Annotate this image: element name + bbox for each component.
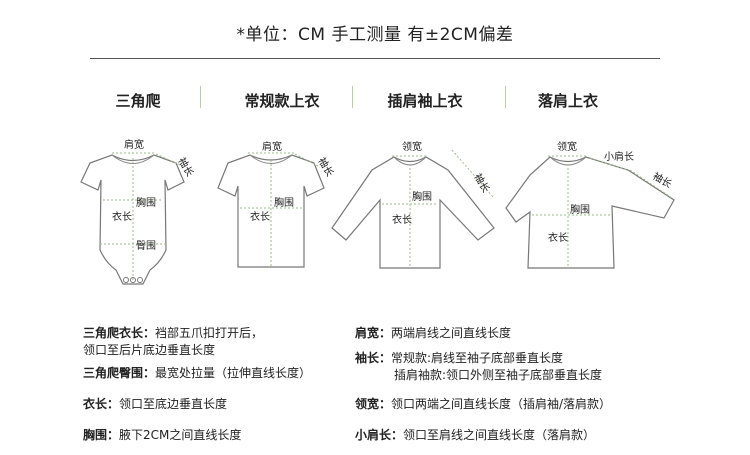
note-key: 三角爬衣长： xyxy=(83,326,156,340)
measure-line xyxy=(451,149,495,199)
regular-top-collar xyxy=(249,154,293,164)
note-text: 两端肩线之间直线长度 xyxy=(391,326,512,340)
small-shoulder-label: 小肩长 xyxy=(604,150,634,163)
length-label: 衣长 xyxy=(250,210,270,223)
note-text: 常规款:肩线至袖子底部垂直长度 xyxy=(391,351,564,365)
note-key: 小肩长： xyxy=(355,428,404,442)
note-text: 领口至底边垂直长度 xyxy=(119,397,228,411)
shoulder-label: 肩宽 xyxy=(262,140,282,153)
category-raglan-top: 插肩袖上衣 xyxy=(387,92,463,110)
garment-diagrams: 肩宽 袖长 胸围 衣长 臀围 肩宽 袖长 胸围 衣长 领宽 袖长 胸围 衣长 xyxy=(80,138,675,285)
note-text-2: 领口至后片底边垂直长度 xyxy=(83,343,216,357)
note-romper-length: 三角爬衣长：裆部五爪扣打开后， 领口至后片底边垂直长度 xyxy=(83,325,263,359)
romper-outline xyxy=(80,154,185,285)
regular-top-diagram: 肩宽 袖长 胸围 衣长 xyxy=(217,140,337,268)
length-label: 衣长 xyxy=(548,231,568,244)
shoulder-label: 肩宽 xyxy=(124,138,144,151)
chest-label: 胸围 xyxy=(136,196,156,209)
note-romper-hip: 三角爬臀围：最宽处拉量（拉伸直线长度） xyxy=(83,365,311,382)
romper-diagram: 肩宽 袖长 胸围 衣长 臀围 xyxy=(80,138,197,285)
regular-top-outline xyxy=(217,154,325,268)
measure-line xyxy=(155,153,181,166)
length-label: 衣长 xyxy=(392,213,412,226)
note-shoulder: 肩宽：两端肩线之间直线长度 xyxy=(355,325,511,342)
note-key: 衣长： xyxy=(83,397,120,411)
chest-label: 胸围 xyxy=(412,190,432,203)
category-divider xyxy=(200,86,201,108)
hip-label: 臀围 xyxy=(136,240,156,252)
snap-button xyxy=(123,277,129,283)
category-dropped-shoulder-top: 落肩上衣 xyxy=(537,92,598,110)
category-divider xyxy=(505,86,506,108)
note-sleeve: 袖长：常规款:肩线至袖子底部垂直长度 插肩袖款:领口外侧至袖子底部垂直长度 xyxy=(355,350,602,384)
length-label: 衣长 xyxy=(112,210,132,223)
snap-button xyxy=(137,277,143,283)
raglan-top-diagram: 领宽 袖长 胸围 衣长 xyxy=(331,140,495,269)
chest-label: 胸围 xyxy=(274,196,294,209)
raglan-top-outline xyxy=(331,156,495,269)
note-text: 领口至肩线之间直线长度（落肩款） xyxy=(403,428,596,442)
measure-line xyxy=(589,157,629,171)
measure-line xyxy=(629,169,673,199)
category-regular-top: 常规款上衣 xyxy=(244,92,320,110)
note-text: 裆部五爪扣打开后， xyxy=(155,326,264,340)
note-key: 胸围： xyxy=(83,428,120,442)
category-divider xyxy=(352,86,353,108)
title-divider xyxy=(90,58,660,59)
note-text: 领口两端之间直线长度（插肩袖/落肩款） xyxy=(391,397,612,411)
note-key: 袖长： xyxy=(355,351,392,365)
page-title: *单位：CM 手工测量 有±2CM偏差 xyxy=(236,25,514,45)
collar-label: 领宽 xyxy=(402,140,422,153)
collar-label: 领宽 xyxy=(557,140,577,153)
chest-label: 胸围 xyxy=(570,203,590,216)
note-text: 腋下2CM之间直线长度 xyxy=(119,428,242,442)
note-key: 领宽： xyxy=(355,397,392,411)
category-romper: 三角爬 xyxy=(115,92,161,110)
note-chest: 胸围：腋下2CM之间直线长度 xyxy=(83,427,241,444)
dropped-top-outline xyxy=(505,156,675,269)
note-small-shoulder: 小肩长：领口至肩线之间直线长度（落肩款） xyxy=(355,427,595,444)
note-key: 三角爬臀围： xyxy=(83,366,156,380)
snap-button xyxy=(130,277,136,283)
note-key: 肩宽： xyxy=(355,326,392,340)
dropped-shoulder-top-diagram: 领宽 小肩长 袖长 胸围 衣长 xyxy=(505,140,675,269)
sleeve-label: 袖长 xyxy=(175,155,196,179)
note-collar: 领宽：领口两端之间直线长度（插肩袖/落肩款） xyxy=(355,396,611,413)
note-length: 衣长：领口至底边垂直长度 xyxy=(83,396,227,413)
note-text-2: 插肩袖款:领口外侧至袖子底部垂直长度 xyxy=(394,368,603,382)
measure-line xyxy=(294,153,321,168)
sleeve-label: 袖长 xyxy=(471,171,492,195)
note-text: 最宽处拉量（拉伸直线长度） xyxy=(155,366,312,380)
